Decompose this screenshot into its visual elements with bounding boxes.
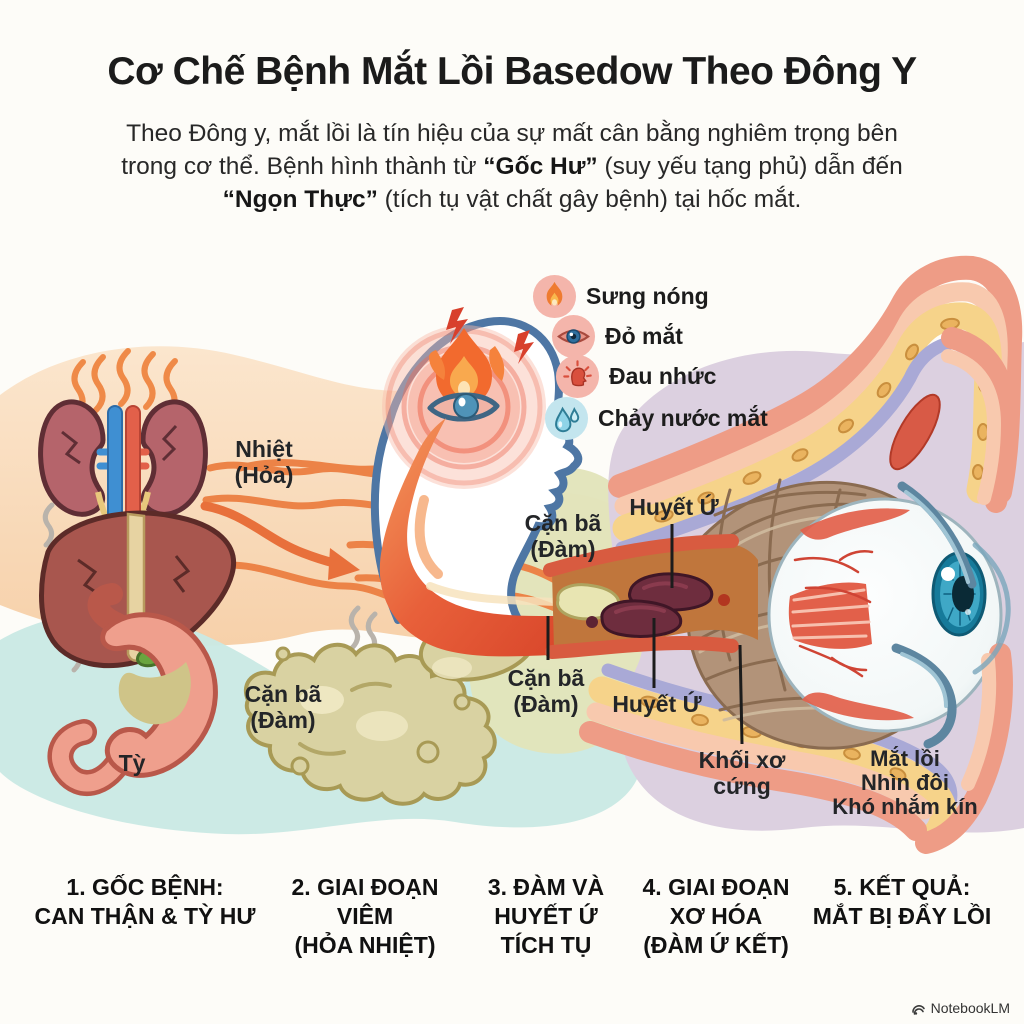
legend-label: Đau nhức [609, 363, 717, 389]
legend-label: Chảy nước mắt [598, 405, 768, 431]
tears-icon [544, 396, 589, 441]
label-can-ba-dam-left: Cặn bã (Đàm) [244, 681, 322, 733]
label-nhiet-hoa: Nhiệt (Hỏa) [234, 436, 294, 488]
label-can-ba-dam-mid-top: Cặn bã (Đàm) [524, 510, 602, 562]
eyeball [767, 497, 1003, 733]
stage-3-dam-huyet-u: 3. ĐÀM VÀ HUYẾT Ứ TÍCH TỤ [487, 874, 605, 958]
label-can-ba-dam-mid-bottom: Cặn bã (Đàm) [507, 665, 585, 717]
page-title: Cơ Chế Bệnh Mắt Lồi Basedow Theo Đông Y [107, 50, 917, 93]
legend-label: Đỏ mắt [605, 323, 683, 349]
stomach [47, 583, 218, 796]
pain-icon [555, 354, 600, 399]
legend-item-swelling: Sưng nóng [532, 274, 709, 319]
flame-icon [532, 274, 577, 319]
label-eye-symptoms: Mắt lồi Nhìn đôi Khó nhắm kín [832, 746, 978, 819]
subtitle-line-1: Theo Đông y, mắt lồi là tín hiệu của sự … [126, 120, 898, 147]
label-ty: Tỳ [118, 750, 146, 776]
label-huyet-u-top: Huyết Ứ [629, 494, 719, 520]
flow-stream [379, 418, 572, 657]
vessels [793, 550, 874, 678]
legend-item-pain: Đau nhức [555, 354, 716, 399]
lightning-icon [514, 330, 534, 364]
pointer-lines [546, 524, 744, 745]
stage-4-xo-hoa: 4. GIAI ĐOẠN XƠ HÓA (ĐÀM Ứ KẾT) [642, 874, 790, 958]
watermark-text: NotebookLM [930, 1000, 1010, 1016]
subtitle: Theo Đông y, mắt lồi là tín hiệu của sự … [0, 117, 1024, 216]
stage-5-ket-qua: 5. KẾT QUẢ: MẮT BỊ ĐẨY LỒI [812, 874, 992, 929]
stage-1-goc-benh: 1. GỐC BỆNH: CAN THẬN & TỲ HƯ [34, 874, 256, 929]
legend-item-tears: Chảy nước mắt [544, 396, 768, 441]
lightning-icon [446, 307, 468, 344]
label-huyet-u-bottom: Huyết Ứ [612, 691, 702, 717]
legend-label: Sưng nóng [586, 283, 709, 309]
watermark: NotebookLM [911, 1000, 1010, 1016]
label-khoi-xo-cung: Khối xơ cứng [698, 747, 786, 799]
red-eye-icon [551, 314, 596, 359]
subtitle-line-2: trong cơ thể. Bệnh hình thành từ “Gốc Hư… [121, 153, 903, 180]
notebooklm-logo-icon [911, 1004, 925, 1015]
subtitle-line-3: “Ngọn Thực” (tích tụ vật chất gây bệnh) … [222, 186, 802, 213]
stage-2-viem: 2. GIAI ĐOẠN VIÊM (HỎA NHIỆT) [291, 874, 439, 958]
inflamed-eye [382, 307, 546, 489]
eye-socket-cross-section [543, 255, 1023, 854]
stasis-canal [543, 534, 758, 659]
legend-item-red-eye: Đỏ mắt [551, 314, 683, 359]
eyelids [889, 327, 1018, 854]
